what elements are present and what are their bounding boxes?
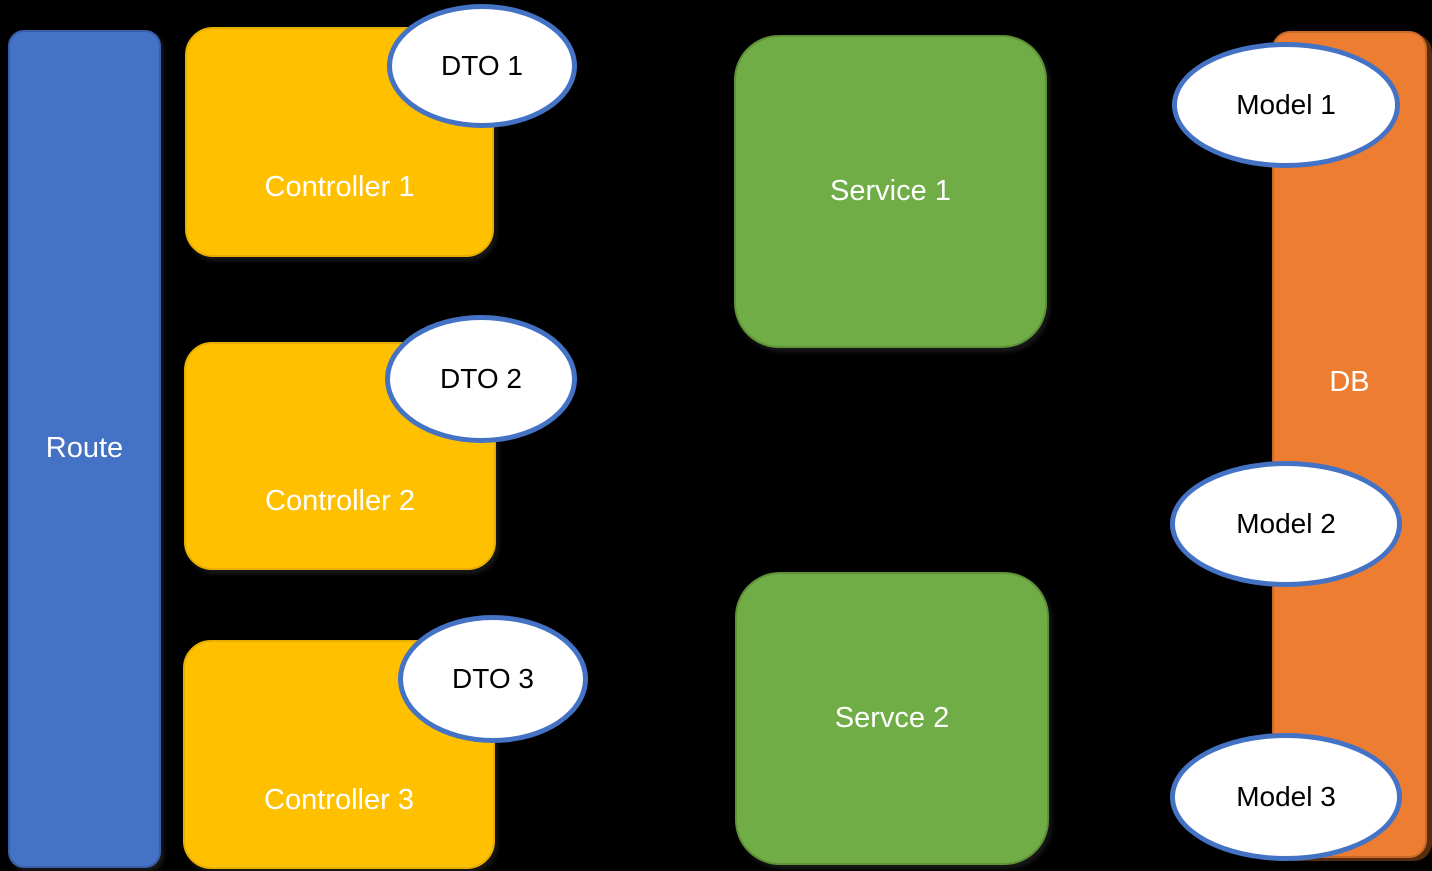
- dto-3-label: DTO 3: [452, 662, 534, 694]
- dto-1-label: DTO 1: [441, 49, 523, 81]
- dto-1-ellipse: DTO 1: [387, 4, 577, 128]
- model-3-label: Model 3: [1236, 780, 1336, 812]
- controller-2-box: Controller 2: [184, 342, 496, 570]
- controller-3-label: Controller 3: [264, 783, 414, 816]
- service-1-label: Service 1: [830, 174, 951, 207]
- model-2-ellipse: Model 2: [1170, 461, 1402, 587]
- service-1-box: Service 1: [734, 35, 1047, 348]
- dto-2-ellipse: DTO 2: [385, 315, 577, 443]
- model-1-label: Model 1: [1236, 88, 1336, 120]
- controller-1-label: Controller 1: [264, 171, 415, 204]
- route-label: Route: [45, 432, 124, 465]
- model-2-label: Model 2: [1236, 507, 1336, 539]
- service-2-label: Servce 2: [834, 701, 950, 734]
- dto-2-label: DTO 2: [440, 362, 522, 394]
- db-box: DB: [1272, 31, 1427, 858]
- controller-2-label: Controller 2: [265, 485, 415, 518]
- dto-3-ellipse: DTO 3: [398, 615, 588, 743]
- route-box: Route: [8, 30, 161, 868]
- model-1-ellipse: Model 1: [1172, 42, 1400, 168]
- db-label: DB: [1329, 365, 1370, 398]
- model-3-ellipse: Model 3: [1170, 733, 1402, 861]
- service-2-box: Servce 2: [735, 572, 1049, 865]
